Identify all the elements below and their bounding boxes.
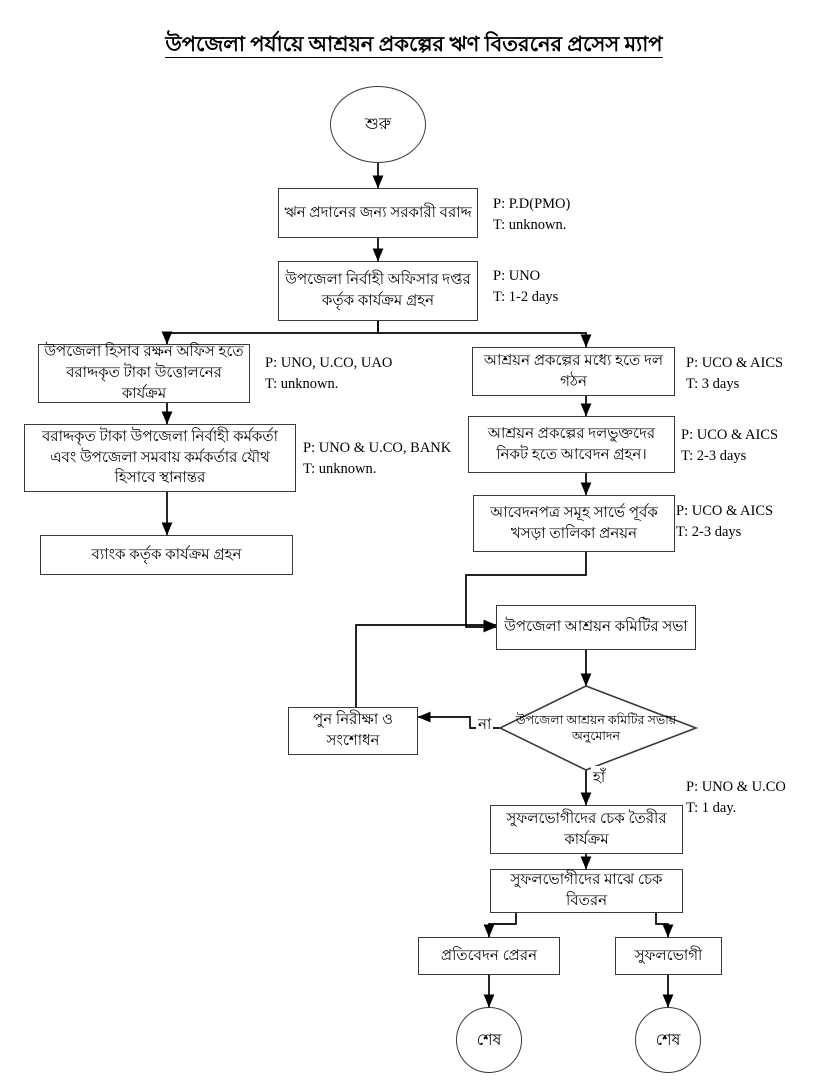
page-title: উপজেলা পর্যায়ে আশ্রয়ন প্রকল্পের ঋণ বিত… bbox=[0, 28, 828, 63]
node-end-right[interactable]: শেষ bbox=[635, 1007, 701, 1073]
node-report-send[interactable]: প্রতিবেদন প্রেরন bbox=[418, 937, 560, 975]
node-bank-action[interactable]: ব্যাংক কর্তৃক কার্যক্রম গ্রহন bbox=[40, 535, 293, 575]
annotation-joint-account-p: P: UNO & U.CO, BANK bbox=[303, 440, 452, 456]
annotation-cheque-prep-t: T: 1 day. bbox=[686, 799, 737, 816]
node-accounts-office[interactable]: উপজেলা হিসাব রক্ষন অফিস হতে বরাদ্দকৃত টা… bbox=[38, 344, 250, 403]
annotation-group-formation: P: UCO & AICS T: 3 days bbox=[686, 353, 783, 394]
annotation-allocation: P: P.D(PMO) T: unknown. bbox=[493, 194, 570, 235]
edge-uno-to-group bbox=[377, 321, 592, 348]
edge-distribution-to-report bbox=[483, 913, 517, 938]
annotation-draft-list: P: UCO & AICS T: 2-3 days bbox=[676, 501, 773, 542]
node-cheque-distribution-label: সুফলভোগীদের মাঝে চেক বিতরন bbox=[510, 872, 663, 909]
annotation-uno-office: P: UNO T: 1-2 days bbox=[493, 266, 558, 307]
annotation-draft-list-p: P: UCO & AICS bbox=[676, 503, 774, 519]
node-end-left[interactable]: শেষ bbox=[456, 1007, 522, 1073]
annotation-uno-office-t: T: 1-2 days bbox=[493, 288, 559, 305]
node-joint-account[interactable]: বরাদ্দকৃত টাকা উপজেলা নির্বাহী কর্মকর্তা… bbox=[24, 424, 296, 492]
node-uno-office[interactable]: উপজেলা নির্বাহী অফিসার দপ্তর কর্তৃক কার্… bbox=[278, 261, 478, 321]
node-allocation[interactable]: ঋন প্রদানের জন্য সরকারী বরাদ্দ bbox=[278, 188, 478, 238]
edge-draft-to-committee bbox=[465, 552, 587, 633]
edge-label-yes: হাঁ bbox=[591, 766, 608, 791]
annotation-accounts-office: P: UNO, U.CO, UAO T: unknown. bbox=[265, 353, 392, 394]
annotation-cheque-prep: P: UNO & U.CO T: 1 day. bbox=[686, 777, 786, 818]
node-bank-action-label: ব্যাংক কর্তৃক কার্যক্রম গ্রহন bbox=[91, 546, 242, 563]
annotation-joint-account-t: T: unknown. bbox=[303, 460, 377, 477]
edge-uno-to-accounts bbox=[161, 321, 379, 345]
annotation-allocation-t: T: unknown. bbox=[493, 216, 567, 233]
annotation-joint-account: P: UNO & U.CO, BANK T: unknown. bbox=[303, 438, 451, 479]
node-draft-list[interactable]: আবেদনপত্র সমূহ সার্ভে পূর্বক খসড়া তালিক… bbox=[473, 495, 675, 552]
node-reaudit[interactable]: পুন নিরীক্ষা ও সংশোধন bbox=[288, 707, 418, 755]
node-end-right-label: শেষ bbox=[655, 1031, 681, 1049]
node-group-formation-label: আশ্রয়ন প্রকল্পের মধ্যে হতে দল গঠন bbox=[483, 352, 664, 390]
node-report-send-label: প্রতিবেদন প্রেরন bbox=[440, 947, 538, 964]
node-beneficiary[interactable]: সুফলভোগী bbox=[615, 937, 722, 975]
node-end-left-label: শেষ bbox=[476, 1031, 502, 1049]
node-allocation-label: ঋন প্রদানের জন্য সরকারী বরাদ্দ bbox=[284, 204, 472, 221]
node-start-label: শুরু bbox=[364, 116, 392, 133]
node-reaudit-label: পুন নিরীক্ষা ও সংশোধন bbox=[313, 712, 393, 749]
node-group-formation[interactable]: আশ্রয়ন প্রকল্পের মধ্যে হতে দল গঠন bbox=[472, 347, 675, 396]
node-start[interactable]: শুরু bbox=[330, 86, 426, 163]
node-committee-meeting-label: উপজেলা আশ্রয়ন কমিটির সভা bbox=[504, 619, 688, 636]
annotation-accounts-office-p: P: UNO, U.CO, UAO bbox=[265, 355, 393, 371]
node-application-receipt-label: আশ্রয়ন প্রকল্পের দলভুক্তদের নিকট হতে আব… bbox=[487, 425, 656, 463]
annotation-accounts-office-t: T: unknown. bbox=[265, 375, 339, 392]
annotation-allocation-p: P: P.D(PMO) bbox=[493, 196, 571, 212]
node-cheque-prep[interactable]: সুফলভোগীদের চেক তৈরীর কার্যক্রম bbox=[490, 805, 683, 854]
annotation-group-formation-p: P: UCO & AICS bbox=[686, 355, 784, 371]
edge-reaudit-to-committee bbox=[355, 619, 497, 707]
edge-distribution-to-beneficiary bbox=[655, 913, 674, 938]
node-decision[interactable]: উপজেলা আশ্রয়ন কমিটির সভায় অনুমোদন bbox=[496, 686, 696, 770]
node-uno-office-label: উপজেলা নির্বাহী অফিসার দপ্তর কর্তৃক কার্… bbox=[285, 272, 471, 309]
node-joint-account-label: বরাদ্দকৃত টাকা উপজেলা নির্বাহী কর্মকর্তা… bbox=[41, 428, 279, 487]
decision-diamond-shape bbox=[498, 685, 699, 771]
annotation-group-formation-t: T: 3 days bbox=[686, 375, 740, 392]
node-draft-list-label: আবেদনপত্র সমূহ সার্ভে পূর্বক খসড়া তালিক… bbox=[490, 504, 658, 542]
node-committee-meeting[interactable]: উপজেলা আশ্রয়ন কমিটির সভা bbox=[496, 605, 696, 650]
annotation-uno-office-p: P: UNO bbox=[493, 268, 541, 284]
annotation-cheque-prep-p: P: UNO & U.CO bbox=[686, 779, 786, 795]
annotation-application-receipt-p: P: UCO & AICS bbox=[681, 427, 779, 443]
edge-label-no: না bbox=[476, 713, 494, 738]
node-beneficiary-label: সুফলভোগী bbox=[634, 947, 703, 964]
node-cheque-distribution[interactable]: সুফলভোগীদের মাঝে চেক বিতরন bbox=[490, 869, 683, 913]
node-accounts-office-label: উপজেলা হিসাব রক্ষন অফিস হতে বরাদ্দকৃত টা… bbox=[44, 344, 244, 402]
annotation-draft-list-t: T: 2-3 days bbox=[676, 523, 742, 540]
annotation-application-receipt-t: T: 2-3 days bbox=[681, 447, 747, 464]
node-cheque-prep-label: সুফলভোগীদের চেক তৈরীর কার্যক্রম bbox=[506, 810, 667, 848]
page-title-text: উপজেলা পর্যায়ে আশ্রয়ন প্রকল্পের ঋণ বিত… bbox=[165, 32, 663, 58]
node-application-receipt[interactable]: আশ্রয়ন প্রকল্পের দলভুক্তদের নিকট হতে আব… bbox=[468, 416, 675, 473]
node-decision-label: উপজেলা আশ্রয়ন কমিটির সভায় অনুমোদন bbox=[515, 712, 677, 743]
annotation-application-receipt: P: UCO & AICS T: 2-3 days bbox=[681, 425, 778, 466]
